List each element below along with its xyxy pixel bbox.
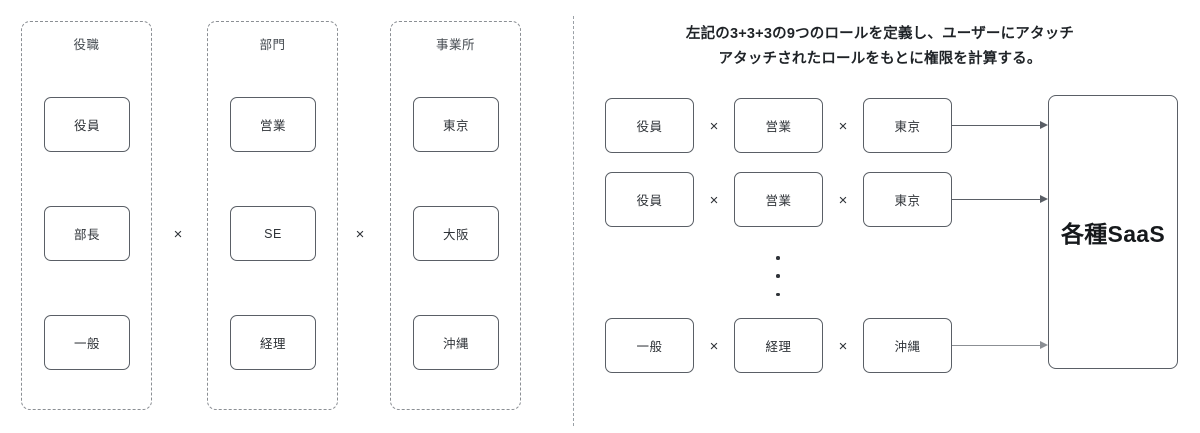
right-panel-headline: 左記の3+3+3の9つのロールを定義し、ユーザーにアタッチ アタッチされたロール… (600, 22, 1160, 73)
item-label: 一般 (636, 340, 663, 354)
multiply-operator-row-1-1: × (709, 191, 719, 209)
multiply-operator-row-0-1: × (709, 117, 719, 135)
item-box-office-1[interactable]: 大阪 (413, 206, 499, 261)
item-label: 東京 (894, 194, 921, 208)
arrow-line-row-1 (952, 199, 1040, 201)
item-box-position-2[interactable]: 一般 (44, 315, 130, 370)
category-group-position: 役職 (21, 21, 152, 410)
role-row-2-position[interactable]: 一般 (605, 318, 694, 373)
arrow-line-row-2 (952, 345, 1040, 347)
item-label: 部長 (73, 228, 100, 242)
item-box-department-1[interactable]: SE (230, 206, 316, 261)
role-row-0-department[interactable]: 営業 (734, 98, 823, 153)
category-group-department: 部門 (207, 21, 338, 410)
item-label: 東京 (442, 119, 469, 133)
item-label: 沖縄 (442, 337, 469, 351)
item-label: 営業 (259, 119, 286, 133)
saas-target-box[interactable]: 各種SaaS (1048, 95, 1178, 369)
item-label: 東京 (894, 120, 921, 134)
item-label: 経理 (259, 337, 286, 351)
item-box-department-0[interactable]: 営業 (230, 97, 316, 152)
item-box-position-1[interactable]: 部長 (44, 206, 130, 261)
multiply-operator-row-2-2: × (838, 337, 848, 355)
arrow-head-row-1 (1040, 195, 1048, 203)
headline-line-2: アタッチされたロールをもとに権限を計算する。 (718, 51, 1042, 68)
multiply-operator-left-1: × (173, 225, 183, 243)
multiply-operator-row-0-2: × (838, 117, 848, 135)
item-label: 経理 (765, 340, 792, 354)
role-row-1-department[interactable]: 営業 (734, 172, 823, 227)
role-row-2-office[interactable]: 沖縄 (863, 318, 952, 373)
item-box-office-2[interactable]: 沖縄 (413, 315, 499, 370)
item-box-office-0[interactable]: 東京 (413, 97, 499, 152)
headline-line-1: 左記の3+3+3の9つのロールを定義し、ユーザーにアタッチ (685, 26, 1075, 42)
item-label: 大阪 (442, 228, 469, 242)
item-label: 役員 (636, 120, 663, 134)
item-label: 一般 (73, 337, 100, 351)
category-title-department: 部門 (259, 38, 286, 52)
ellipsis-dot (776, 274, 780, 278)
multiply-operator-row-2-1: × (709, 337, 719, 355)
role-row-1-office[interactable]: 東京 (863, 172, 952, 227)
item-label: 役員 (73, 119, 100, 133)
role-row-0-position[interactable]: 役員 (605, 98, 694, 153)
role-row-2-department[interactable]: 経理 (734, 318, 823, 373)
item-label: 役員 (636, 194, 663, 208)
multiply-operator-row-1-2: × (838, 191, 848, 209)
vertical-ellipsis-icon (772, 256, 784, 296)
item-label: 営業 (765, 120, 792, 134)
arrow-line-row-0 (952, 125, 1040, 127)
saas-target-label: 各種SaaS (1060, 221, 1166, 247)
category-title-position: 役職 (73, 38, 100, 52)
item-box-position-0[interactable]: 役員 (44, 97, 130, 152)
role-row-1-position[interactable]: 役員 (605, 172, 694, 227)
item-label: SE (264, 226, 282, 241)
category-title-office: 事業所 (435, 38, 475, 52)
ellipsis-dot (776, 256, 780, 260)
arrow-head-row-2 (1040, 341, 1048, 349)
item-label: 沖縄 (894, 340, 921, 354)
arrow-head-row-0 (1040, 121, 1048, 129)
category-group-office: 事業所 (390, 21, 521, 410)
role-row-0-office[interactable]: 東京 (863, 98, 952, 153)
item-label: 営業 (765, 194, 792, 208)
panel-divider (573, 16, 574, 426)
item-box-department-2[interactable]: 経理 (230, 315, 316, 370)
multiply-operator-left-2: × (355, 225, 365, 243)
ellipsis-dot (776, 292, 780, 296)
